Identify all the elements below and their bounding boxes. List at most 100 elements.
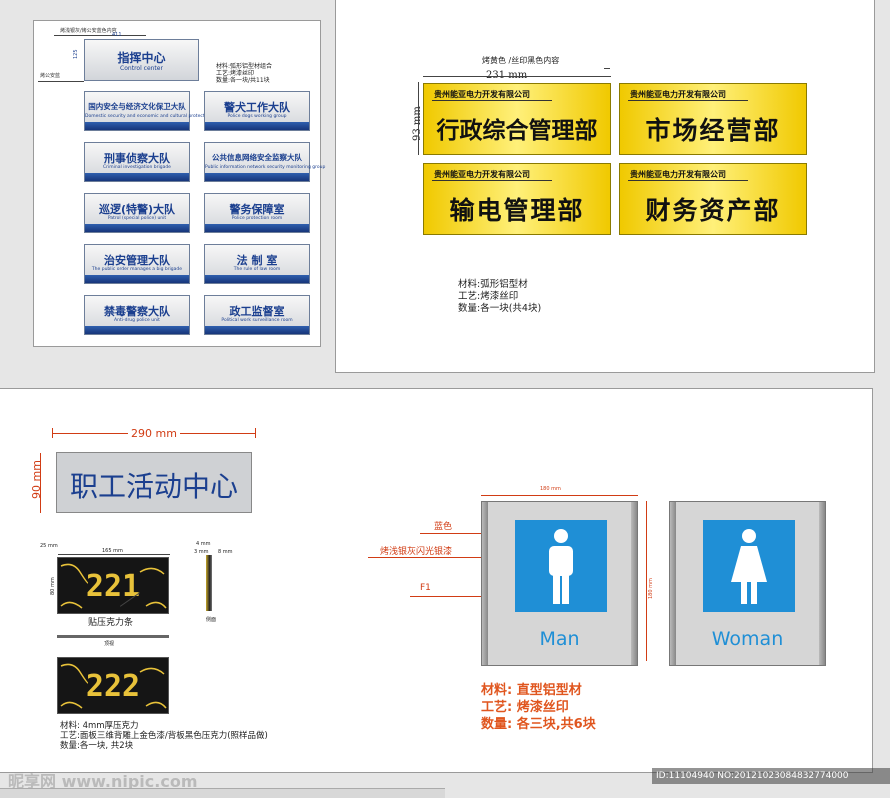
dim-width: 231 mm (486, 70, 527, 81)
sign-en: Police dogs working group (227, 114, 287, 119)
sign-political-work: 政工监督室 Political work surveillance room (204, 295, 310, 335)
woman-restroom-sign: Woman (669, 501, 826, 666)
sign-criminal-investigation: 刑事侦察大队 Criminal investigation brigade (84, 142, 190, 182)
dept-name: 财务资产部 (645, 196, 781, 225)
sign-en: The public order manages a big brigade (91, 267, 183, 272)
sign-anti-drug: 禁毒警察大队 Anti-drug police unit (84, 295, 190, 335)
sign-cn: 法 制 室 (236, 254, 278, 267)
dept-name: 输电管理部 (449, 196, 585, 225)
dept-name: 行政综合管理部 (436, 117, 598, 144)
sign-cn: 警犬工作大队 (224, 101, 290, 114)
sign-finance-dept: 贵州能亚电力开发有限公司 财务资产部 (619, 163, 807, 235)
sign-en: Police protection room (231, 216, 283, 221)
top-note: 烤浅银灰/烤公安蓝色内容 (60, 28, 117, 34)
spec-line: 数量:各一块/共11块 (216, 77, 270, 84)
room-number: 221 (85, 569, 141, 604)
wc-label: Man (539, 628, 580, 650)
dim-height: 90 mm (30, 460, 43, 499)
sign-market-dept: 贵州能亚电力开发有限公司 市场经营部 (619, 83, 807, 155)
company-name: 贵州能亚电力开发有限公司 (434, 90, 530, 99)
plate-dim-width: 165 mm (102, 548, 123, 554)
bottom-scrollbar[interactable] (0, 788, 445, 798)
sign-cn: 巡逻(特警)大队 (98, 203, 176, 216)
sign-patrol: 巡逻(特警)大队 Patrol (special police) unit (84, 193, 190, 233)
wc-dim-height: 180 mm (648, 578, 654, 599)
wc-dim-width: 180 mm (540, 486, 561, 492)
top-view-bar (57, 635, 169, 638)
dim-height: 125 (73, 49, 79, 59)
police-signs-panel: 烤浅银灰/烤公安蓝色内容 411 125 烤公安蓝 指挥中心 Control c… (33, 20, 326, 347)
sign-en: Anti-drug police unit (114, 318, 160, 323)
watermark-id: ID:11104940 NO:20121023084832774000 (656, 771, 849, 781)
plate-spec: 材料: 4mm厚压克力 工艺:面板三维背雕上金色漆/背板黑色压克力(照样品做) … (60, 721, 268, 751)
sign-public-order: 治安管理大队 The public order manages a big br… (84, 244, 190, 284)
panel1-spec: 材料:弧形铝型材组合 工艺:烤漆丝印 数量:各一块/共11块 (216, 63, 272, 84)
company-name: 贵州能亚电力开发有限公司 (630, 170, 726, 179)
sign-domestic-security: 国内安全与经济文化保卫大队 Domestic security and econ… (84, 91, 231, 131)
plate-ornament (60, 563, 167, 609)
spec-line: 工艺:烤漆丝印 (458, 291, 519, 302)
panel2-note: 烤黄色 /丝印黑色内容 (482, 56, 560, 65)
woman-icon (731, 529, 767, 604)
room-plate-222: 222 (57, 657, 169, 714)
spec-line: 材料:弧形铝型材组合 (216, 63, 273, 70)
spec-line: 工艺: 烤漆丝印 (481, 700, 569, 715)
sign-cn: 政工监督室 (229, 305, 285, 318)
sign-rule-of-law: 法 制 室 The rule of law room (204, 244, 310, 284)
sign-network-security: 公共信息网络安全监察大队 Public information network … (204, 142, 326, 182)
side-dim-b: 3 mm (194, 549, 209, 555)
spec-line: 数量:各一块, 共2块 (60, 741, 134, 751)
company-name: 贵州能亚电力开发有限公司 (630, 90, 726, 99)
room-plate-221: 221 (57, 557, 169, 614)
spec-line: 材料:弧形铝型材 (458, 279, 528, 290)
spec-line: 材料: 直型铝型材 (481, 683, 582, 698)
spec-line: 工艺:面板三维背雕上金色漆/背板黑色压克力(照样品做) (60, 731, 268, 741)
plate-label: 贴压克力条 (88, 618, 134, 628)
panel2-spec: 材料:弧形铝型材 工艺:烤漆丝印 数量:各一块(共4块) (458, 279, 541, 315)
callout-f1: F1 (420, 583, 431, 593)
dept-name: 市场经营部 (645, 116, 781, 145)
sign-cn: 警务保障室 (229, 203, 285, 216)
sign-en: The rule of law room (233, 267, 281, 272)
spec-line: 数量: 各三块,共6块 (481, 717, 596, 732)
sign-cn: 公共信息网络安全监察大队 (212, 153, 302, 162)
plate-dim-left: 25 mm (40, 543, 58, 549)
plate-dim-height: 80 mm (50, 577, 56, 595)
sign-admin-dept: 贵州能亚电力开发有限公司 行政综合管理部 (423, 83, 611, 155)
sign-police-dogs: 警犬工作大队 Police dogs working group (204, 91, 310, 131)
side-note: 烤公安蓝 (40, 73, 61, 79)
side-dim-a: 4 mm (196, 541, 211, 547)
activity-center-sign: 职工活动中心 (56, 452, 252, 513)
side-view-bar (206, 555, 212, 611)
sign-cn: 治安管理大队 (104, 254, 170, 267)
header-sign: 指挥中心 Control center (84, 39, 199, 81)
company-name: 贵州能亚电力开发有限公司 (434, 170, 530, 179)
spec-line: 材料: 4mm厚压克力 (60, 721, 139, 731)
sign-cn: 国内安全与经济文化保卫大队 (88, 102, 186, 111)
dim-width: 411 (112, 32, 122, 38)
sign-cn: 刑事侦察大队 (104, 152, 170, 165)
watermark-id-bar: ID:11104940 NO:20121023084832774000 (652, 768, 890, 784)
department-signs-panel: 烤黄色 /丝印黑色内容 231 mm 93 mm 贵州能亚电力开发有限公司 行政… (335, 0, 875, 373)
side-dim-c: 8 mm (218, 549, 233, 555)
wc-label: Woman (711, 628, 784, 650)
sign-en: Public information network security moni… (205, 165, 326, 170)
misc-signs-panel: 290 mm 90 mm 职工活动中心 25 mm 165 mm 80 mm 2… (0, 388, 873, 773)
plate-ornament (60, 663, 167, 709)
sign-en: Domestic security and economic and cultu… (85, 114, 231, 119)
sign-en: Political work surveillance room (221, 318, 293, 323)
room-number: 222 (85, 669, 141, 704)
watermark-logo: 昵享网 www.nipic.com (8, 772, 198, 791)
side-view-label: 侧面 (206, 617, 217, 623)
dim-width: 290 mm (128, 427, 180, 440)
spec-line: 工艺:烤漆丝印 (216, 70, 255, 77)
man-icon (549, 529, 573, 604)
sign-police-protection: 警务保障室 Police protection room (204, 193, 310, 233)
sign-en: Criminal investigation brigade (103, 165, 171, 170)
wc-spec: 材料: 直型铝型材 工艺: 烤漆丝印 数量: 各三块,共6块 (481, 682, 596, 733)
top-view-label: 顶视 (104, 641, 115, 647)
callout-silver: 烤浅银灰闪光银漆 (380, 547, 453, 557)
header-sign-cn: 指挥中心 (117, 51, 166, 65)
spec-line: 数量:各一块(共4块) (458, 303, 542, 314)
header-sign-en: Control center (120, 65, 163, 72)
